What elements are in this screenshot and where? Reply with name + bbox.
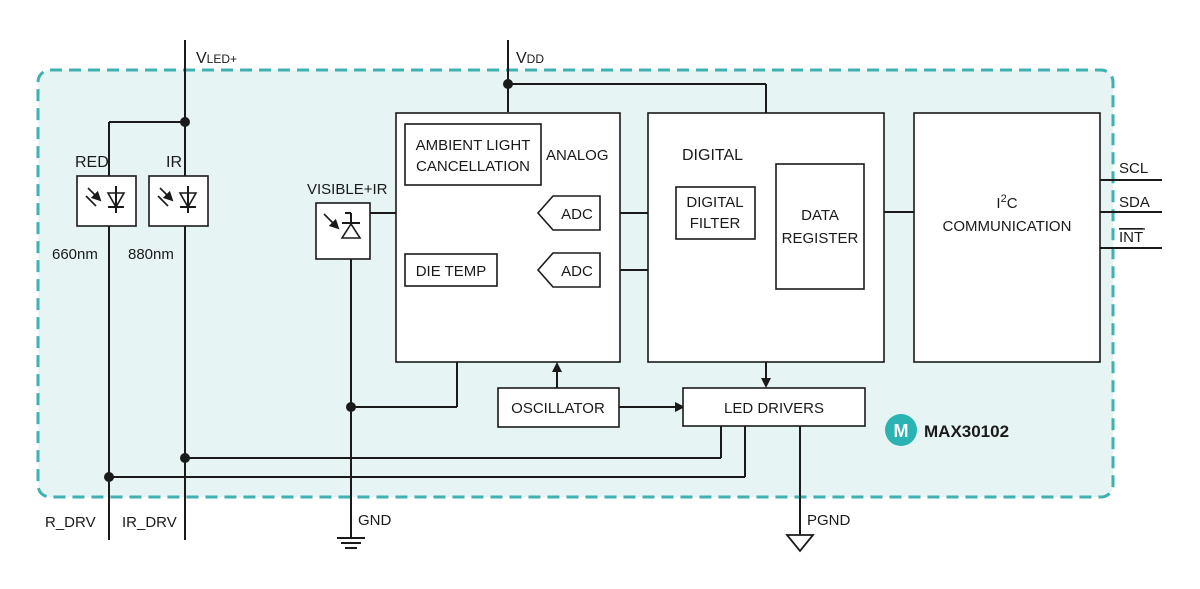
pgnd-pin-label: PGND	[807, 512, 851, 529]
ambient-line2: CANCELLATION	[416, 158, 530, 175]
adc-2-label: ADC	[561, 263, 593, 280]
digital-filter-line2: FILTER	[690, 215, 741, 232]
ir-led	[148, 175, 209, 227]
digital-label: DIGITAL	[682, 147, 743, 164]
junction-dots	[104, 79, 513, 482]
i2c-block	[913, 112, 1101, 363]
vled-label: VLED+	[196, 50, 237, 67]
ir-wavelength-label: 880nm	[128, 246, 174, 263]
gnd-symbol	[337, 537, 365, 549]
i2c-line2: COMMUNICATION	[943, 218, 1072, 235]
pgnd-symbol	[785, 534, 815, 553]
maxim-logo-icon	[885, 414, 917, 446]
oscillator-box	[497, 387, 620, 428]
sda-pin-label: SDA	[1119, 194, 1150, 211]
gnd-pin-label: GND	[358, 512, 392, 529]
adc-2	[536, 252, 601, 288]
ir-led-label: IR	[166, 154, 182, 171]
red-wavelength-label: 660nm	[52, 246, 98, 263]
maxim-logo-text: M	[894, 421, 909, 441]
digital-filter-box	[675, 186, 756, 240]
ambient-line1: AMBIENT LIGHT	[416, 137, 531, 154]
data-register-line1: DATA	[801, 207, 839, 224]
photodiode	[315, 202, 371, 260]
i2c-line1: I2C	[996, 193, 1017, 212]
r-drv-pin-label: R_DRV	[45, 514, 96, 531]
red-led-label: RED	[75, 154, 109, 171]
led-drivers-label: LED DRIVERS	[724, 400, 824, 417]
vdd-label: VDD	[516, 50, 544, 67]
ir-drv-pin-label: IR_DRV	[122, 514, 177, 531]
red-led	[76, 175, 137, 227]
digital-filter-line1: DIGITAL	[686, 194, 743, 211]
adc-1-label: ADC	[561, 206, 593, 223]
adc-1	[536, 195, 601, 231]
part-name: MAX30102	[924, 422, 1009, 441]
int-pin-label: INT	[1119, 229, 1143, 246]
data-register-line2: REGISTER	[782, 230, 859, 247]
analog-label: ANALOG	[546, 147, 609, 164]
photodiode-label: VISIBLE+IR	[307, 181, 388, 198]
die-temp-box	[404, 253, 498, 287]
scl-pin-label: SCL	[1119, 160, 1148, 177]
oscillator-label: OSCILLATOR	[511, 400, 605, 417]
ambient-light-cancellation-box	[404, 123, 542, 186]
die-temp-label: DIE TEMP	[416, 263, 487, 280]
led-drivers-box	[682, 387, 866, 427]
data-register-box	[775, 163, 865, 290]
